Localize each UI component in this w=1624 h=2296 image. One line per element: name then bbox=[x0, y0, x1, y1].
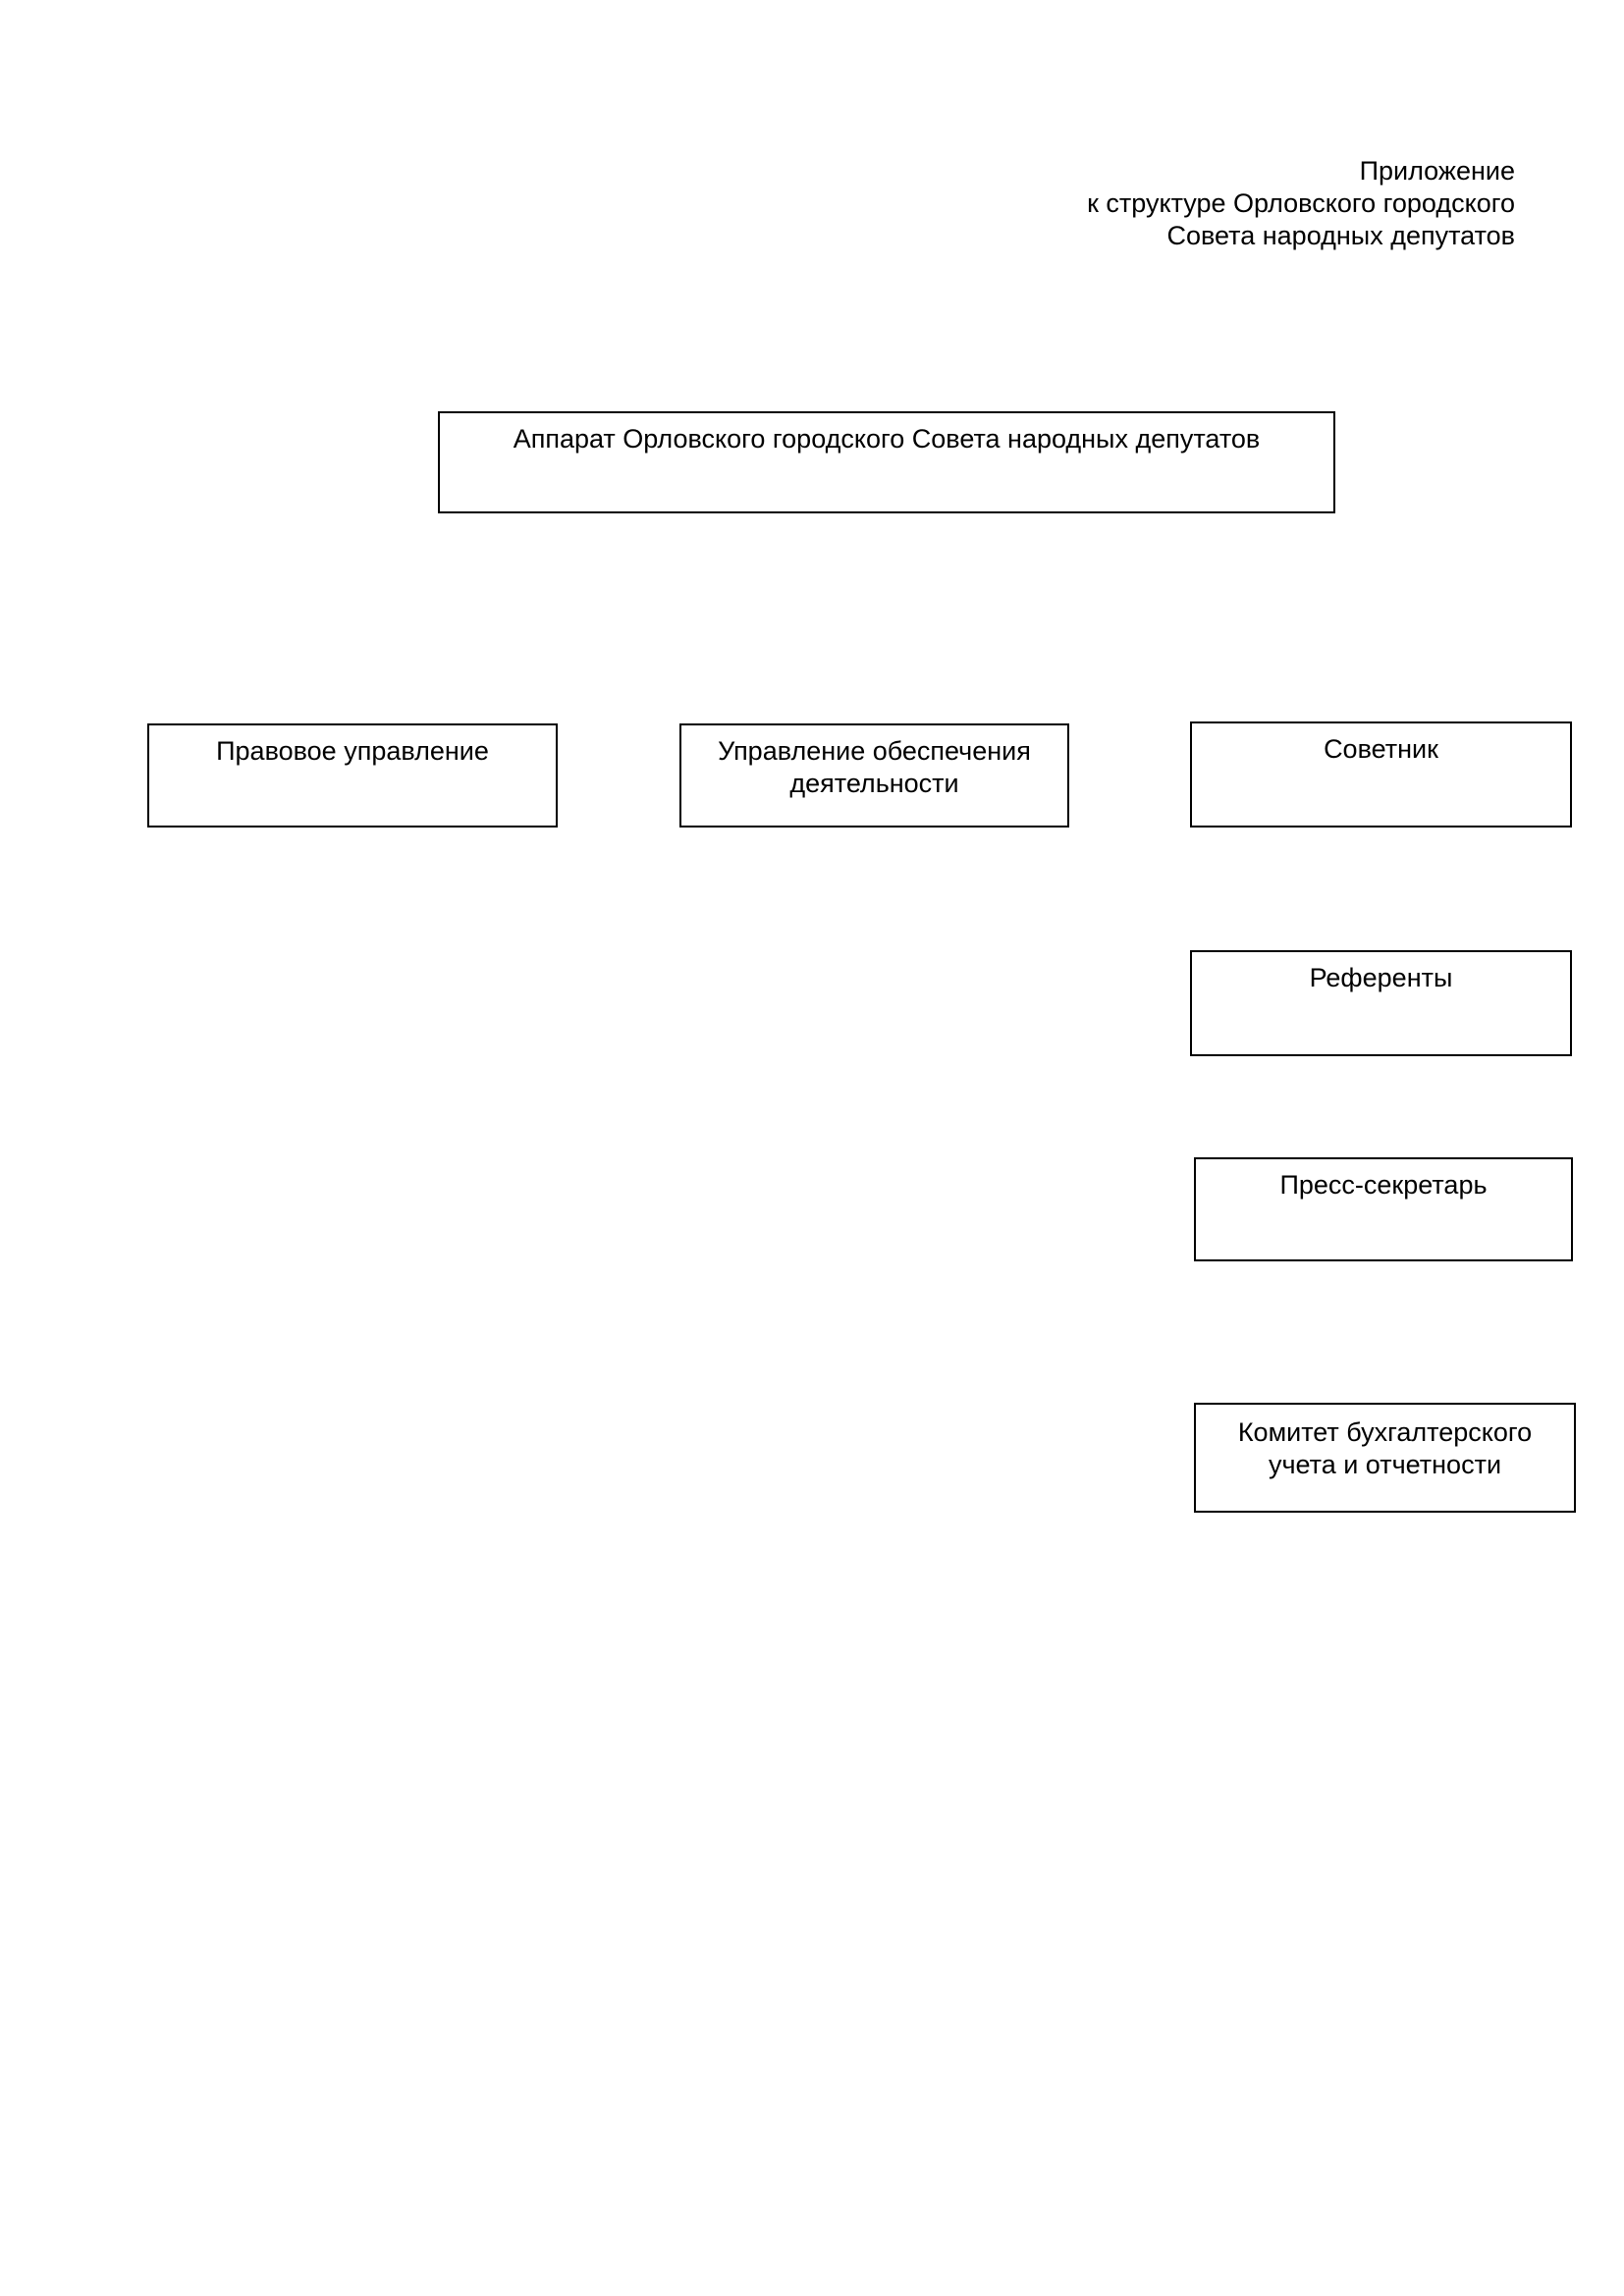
appendix-title: Приложение bbox=[1359, 156, 1515, 186]
org-box-accounting-committee-label-line-1: Комитет бухгалтерского bbox=[1237, 1417, 1533, 1447]
org-box-press-secretary-label: Пресс-секретарь bbox=[1279, 1170, 1488, 1200]
org-box-accounting-committee: Комитет бухгалтерского учета и отчетност… bbox=[1194, 1403, 1576, 1513]
appendix-line-2: к структуре Орловского городского bbox=[1087, 188, 1515, 218]
org-box-press-secretary: Пресс-секретарь bbox=[1194, 1157, 1573, 1261]
org-box-apparat: Аппарат Орловского городского Совета нар… bbox=[438, 411, 1335, 513]
org-box-referents: Референты bbox=[1190, 950, 1572, 1056]
org-box-referents-label: Референты bbox=[1309, 963, 1453, 992]
appendix-line-3: Совета народных депутатов bbox=[1166, 221, 1516, 250]
org-box-legal-department: Правовое управление bbox=[147, 723, 558, 828]
org-box-advisor-label: Советник bbox=[1324, 734, 1438, 764]
org-box-support-department-label-line-1: Управление обеспечения bbox=[718, 736, 1031, 766]
org-box-support-department: Управление обеспечения деятельности bbox=[679, 723, 1069, 828]
org-box-apparat-label: Аппарат Орловского городского Совета нар… bbox=[513, 424, 1261, 454]
org-box-legal-department-label: Правовое управление bbox=[216, 736, 489, 766]
appendix-note: Приложение к структуре Орловского городс… bbox=[1087, 155, 1515, 252]
org-box-accounting-committee-label-line-2: учета и отчетности bbox=[1268, 1450, 1502, 1479]
org-box-advisor: Советник bbox=[1190, 721, 1572, 828]
org-box-support-department-label-line-2: деятельности bbox=[789, 769, 959, 798]
